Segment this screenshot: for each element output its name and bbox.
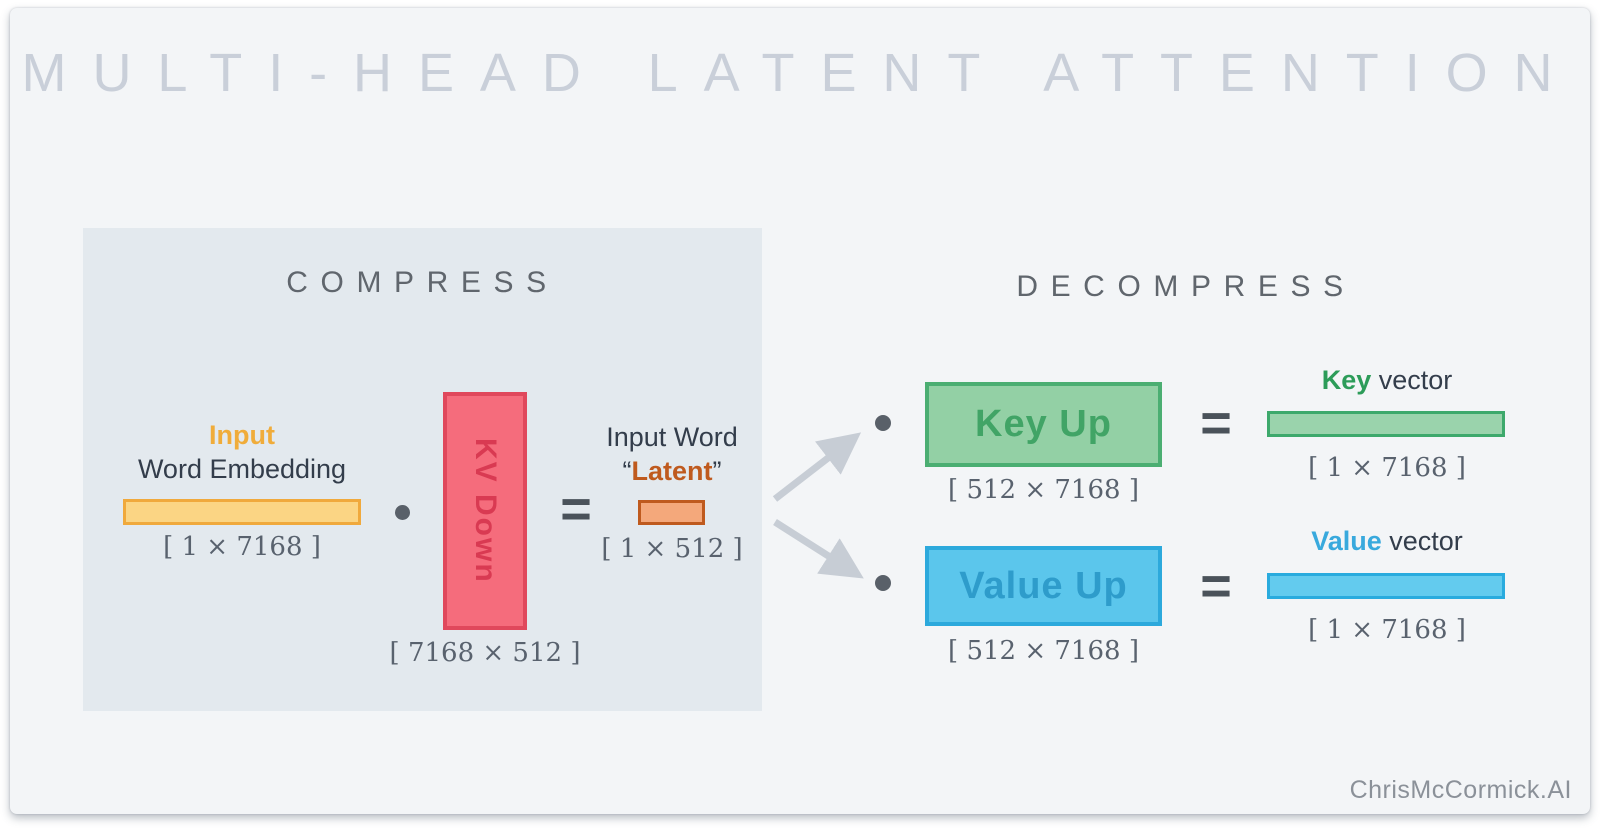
value-vector-label: Value vector <box>1267 524 1507 558</box>
latent-word: Latent <box>631 456 713 486</box>
key-up-dims: [ 512 × 7168 ] <box>948 475 1139 505</box>
value-vector-bar <box>1267 573 1505 599</box>
key-vector-word: Key <box>1321 365 1372 395</box>
decompress-heading: DECOMPRESS <box>1016 270 1356 303</box>
latent-quote-close: ” <box>712 456 722 486</box>
key-equals: = <box>1200 393 1232 453</box>
key-vector-rest: vector <box>1371 365 1453 395</box>
kv-down-label: KV Down <box>469 438 502 584</box>
input-label-line2: Word Embedding <box>137 454 347 484</box>
input-embedding-bar <box>123 499 361 525</box>
compress-equals: = <box>560 479 592 539</box>
compress-panel <box>83 228 762 711</box>
latent-label-line1: Input Word <box>606 422 738 452</box>
key-vector-dims: [ 1 × 7168 ] <box>1308 453 1466 483</box>
key-vector-bar <box>1267 411 1505 437</box>
input-embedding-label: Input Word Embedding <box>112 418 372 486</box>
watermark: ChrisMcCormick.AI <box>1349 776 1572 804</box>
input-label-line1: Input <box>209 420 275 450</box>
key-dot-operator-icon <box>875 415 891 431</box>
latent-quote-open: “ <box>622 456 632 486</box>
arrow-to-value-icon <box>773 519 864 579</box>
key-vector-label: Key vector <box>1267 363 1507 397</box>
branch-arrows <box>772 432 864 579</box>
value-up-box: Value Up <box>925 546 1162 626</box>
value-vector-rest: vector <box>1381 526 1463 556</box>
arrow-to-key-icon <box>772 432 862 502</box>
latent-vector-bar <box>638 500 705 525</box>
value-equals: = <box>1200 556 1232 616</box>
value-dot-operator-icon <box>875 575 891 591</box>
value-up-dims: [ 512 × 7168 ] <box>948 636 1139 666</box>
value-vector-word: Value <box>1311 526 1382 556</box>
key-up-box: Key Up <box>925 382 1162 467</box>
page-title: MULTI-HEAD LATENT ATTENTION <box>21 43 1579 103</box>
compress-heading: COMPRESS <box>286 266 559 299</box>
value-vector-dims: [ 1 × 7168 ] <box>1308 615 1466 645</box>
latent-label: Input Word “Latent” <box>580 420 764 488</box>
kv-down-box: KV Down <box>443 392 527 630</box>
latent-dims: [ 1 × 512 ] <box>601 534 743 564</box>
kv-down-dims: [ 7168 × 512 ] <box>389 638 581 668</box>
input-embedding-dims: [ 1 × 7168 ] <box>163 532 321 562</box>
latent-label-line2: “Latent” <box>580 454 764 488</box>
dot-operator-icon <box>395 505 410 520</box>
